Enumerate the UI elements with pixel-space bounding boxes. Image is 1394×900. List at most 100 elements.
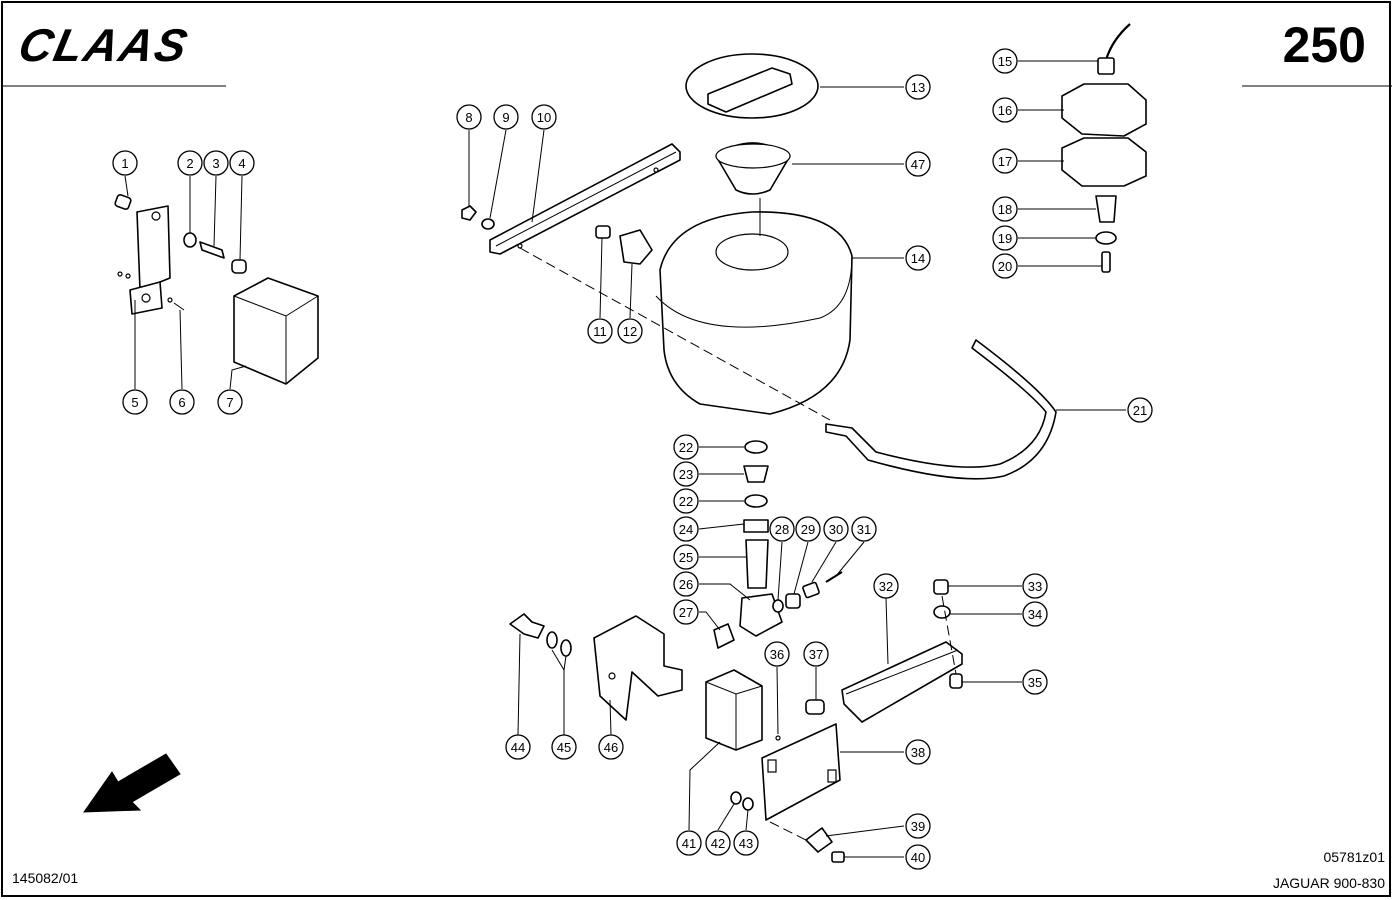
washer-19 xyxy=(1095,231,1117,245)
callout-label: 28 xyxy=(775,522,789,537)
bolt-axis xyxy=(941,595,957,675)
callout-circle xyxy=(851,516,877,542)
buffers xyxy=(595,225,653,319)
callout-label: 5 xyxy=(131,395,138,410)
screw-20 xyxy=(1101,251,1111,273)
callout-31: 31 xyxy=(851,516,877,542)
callout-label: 18 xyxy=(998,202,1012,217)
callout-label: 7 xyxy=(226,395,233,410)
callout-label: 12 xyxy=(623,324,637,339)
callout-3: 3 xyxy=(203,150,229,176)
leader-42 xyxy=(717,803,735,831)
callout-circle xyxy=(992,225,1018,251)
leader-28 xyxy=(777,541,783,601)
callout-41: 41 xyxy=(676,830,702,856)
callout-37: 37 xyxy=(803,641,829,667)
callout-label: 46 xyxy=(604,740,618,755)
callout-label: 36 xyxy=(770,647,784,662)
tank-14-opening xyxy=(715,233,789,271)
callout-16: 16 xyxy=(992,97,1018,123)
callout-label: 30 xyxy=(829,522,843,537)
wing-screw-44 xyxy=(509,613,545,639)
plate-32-edge xyxy=(845,649,959,695)
callout-circle xyxy=(992,48,1018,74)
callout-label: 21 xyxy=(1133,403,1147,418)
rail-10-edge xyxy=(495,151,677,247)
callout-label: 22 xyxy=(679,440,693,455)
leader-9 xyxy=(489,129,507,219)
callout-33: 33 xyxy=(1022,573,1048,599)
nipple-29 xyxy=(785,593,801,609)
callout-circle xyxy=(905,245,931,271)
callout-label: 23 xyxy=(679,467,693,482)
callout-22: 22 xyxy=(673,434,699,460)
callout-circle xyxy=(531,104,557,130)
plate-cutout xyxy=(827,769,837,783)
module-box-7 xyxy=(233,277,319,385)
callout-label: 24 xyxy=(679,522,693,537)
callout-label: 41 xyxy=(682,836,696,851)
control-box-41 xyxy=(705,669,763,751)
control-unit-assembly xyxy=(688,666,905,863)
funnel-47-rim xyxy=(715,143,791,169)
model-name: JAGUAR 900-830 xyxy=(1272,875,1385,891)
callout-circle xyxy=(905,151,931,177)
leader-10 xyxy=(531,129,545,223)
filter-25 xyxy=(745,539,769,589)
screw-6 xyxy=(173,302,185,311)
nut-30 xyxy=(802,581,820,599)
washer-45a xyxy=(546,631,558,649)
callout-4: 4 xyxy=(229,150,255,176)
mounting-plate xyxy=(841,579,1022,723)
leader-11 xyxy=(599,237,603,319)
callout-circle xyxy=(992,148,1018,174)
lid-13-grip xyxy=(707,67,793,113)
callout-circle xyxy=(551,734,577,760)
callout-20: 20 xyxy=(992,253,1018,279)
callout-9: 9 xyxy=(493,104,519,130)
callout-label: 25 xyxy=(679,550,693,565)
callout-circle xyxy=(1022,601,1048,627)
callout-circle xyxy=(873,573,899,599)
tank-assembly xyxy=(519,53,904,421)
nut-42 xyxy=(730,791,742,805)
callout-label: 39 xyxy=(911,819,925,834)
leader-27 xyxy=(699,611,721,631)
callout-17: 17 xyxy=(992,148,1018,174)
leader-32 xyxy=(885,597,889,665)
callout-43: 43 xyxy=(733,830,759,856)
callout-circle xyxy=(769,516,795,542)
holder-assembly xyxy=(509,613,683,736)
callout-circle xyxy=(673,544,699,570)
leader-45 xyxy=(551,649,567,735)
nut-35 xyxy=(949,673,963,689)
rubber-buffer-12 xyxy=(619,229,653,265)
callout-label: 26 xyxy=(679,577,693,592)
callout-label: 14 xyxy=(911,251,925,266)
callout-30: 30 xyxy=(823,516,849,542)
plate-16 xyxy=(1061,83,1147,137)
callout-circle xyxy=(598,734,624,760)
callout-circle xyxy=(229,150,255,176)
seal-22b xyxy=(744,494,768,508)
buffer-39 xyxy=(805,827,833,853)
callout-circle xyxy=(673,516,699,542)
screw-3 xyxy=(199,241,225,259)
nut-40 xyxy=(831,851,845,863)
leader-44 xyxy=(517,633,521,736)
bushing-23 xyxy=(743,465,769,483)
callout-label: 20 xyxy=(998,259,1012,274)
callout-circle xyxy=(733,830,759,856)
callout-1: 1 xyxy=(112,150,138,176)
rail-hole xyxy=(517,243,523,249)
seal-22a xyxy=(744,440,768,454)
callout-40: 40 xyxy=(905,844,931,870)
callout-11: 11 xyxy=(587,318,613,344)
washer-2 xyxy=(183,232,197,248)
arrow-down-left-icon xyxy=(83,753,181,813)
callout-circle xyxy=(456,104,482,130)
callout-35: 35 xyxy=(1022,669,1048,695)
callout-27: 27 xyxy=(673,599,699,625)
